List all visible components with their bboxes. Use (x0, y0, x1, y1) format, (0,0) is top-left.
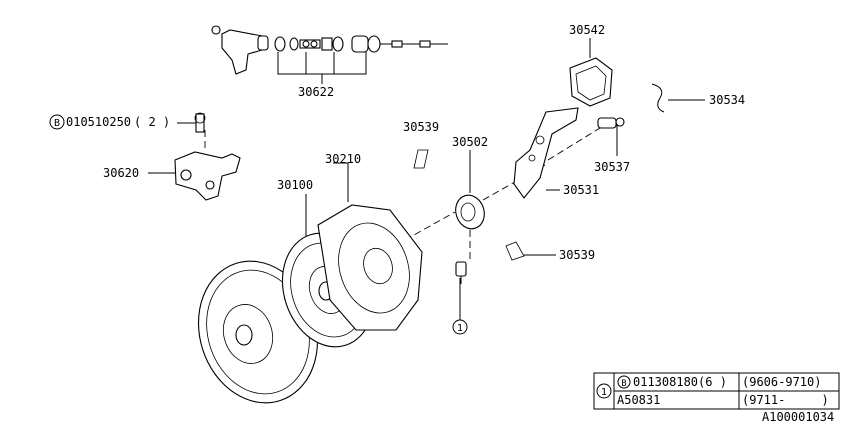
legend-row-1-range: (9606-9710) (742, 375, 821, 389)
label-30502: 30502 (452, 135, 488, 149)
legend-row-1-marker: B (621, 379, 626, 389)
label-30539-bottom: 30539 (559, 248, 595, 262)
pressure-plate-30210 (317, 204, 423, 331)
legend-row-2-part: A50831 (617, 393, 660, 407)
legend-row-2: A50831 (9711- ) (617, 393, 829, 407)
label-30539-top: 30539 (403, 120, 439, 134)
label-30542: 30542 (569, 23, 605, 37)
legend-row-2-range: (9711- ) (742, 393, 829, 407)
release-fork-30531 (513, 107, 579, 199)
figure-code: A100001034 (762, 410, 834, 424)
hydraulic-line-parts (211, 25, 448, 75)
clips-30539 (413, 149, 525, 261)
label-30620: 30620 (103, 166, 139, 180)
legend-table: 1 B 011308180(6 ) (9606-9710) A50831 (97… (593, 372, 840, 410)
label-30531: 30531 (563, 183, 599, 197)
leader-lines (148, 38, 705, 320)
label-30537: 30537 (594, 160, 630, 174)
part-labels: 30622 30620 30100 30210 30539 30502 3054… (103, 23, 745, 262)
bolt-callout: B 010510250 ( 2 ) (49, 114, 170, 130)
label-30622: 30622 (298, 85, 334, 99)
slave-cylinder-30620 (174, 112, 241, 201)
bolt-code: 010510250 (66, 115, 131, 129)
ref-circle-1: 1 (452, 319, 468, 335)
ref-circle-number: 1 (457, 323, 463, 334)
legend-ref-number: 1 (601, 387, 607, 398)
bolt-code-marker: B (54, 118, 60, 129)
boot-30542 (569, 57, 613, 107)
legend-row-1-part: 011308180(6 ) (633, 375, 727, 389)
release-bearing-30502 (455, 194, 485, 230)
label-30100: 30100 (277, 178, 313, 192)
label-30210: 30210 (325, 152, 361, 166)
legend-row-1: B 011308180(6 ) (9606-9710) (617, 375, 821, 389)
pivot-30537 (597, 117, 625, 129)
label-30534: 30534 (709, 93, 745, 107)
bolt-ref-1 (455, 261, 467, 284)
bolt-qty: ( 2 ) (134, 115, 170, 129)
rod-30534 (651, 83, 665, 113)
